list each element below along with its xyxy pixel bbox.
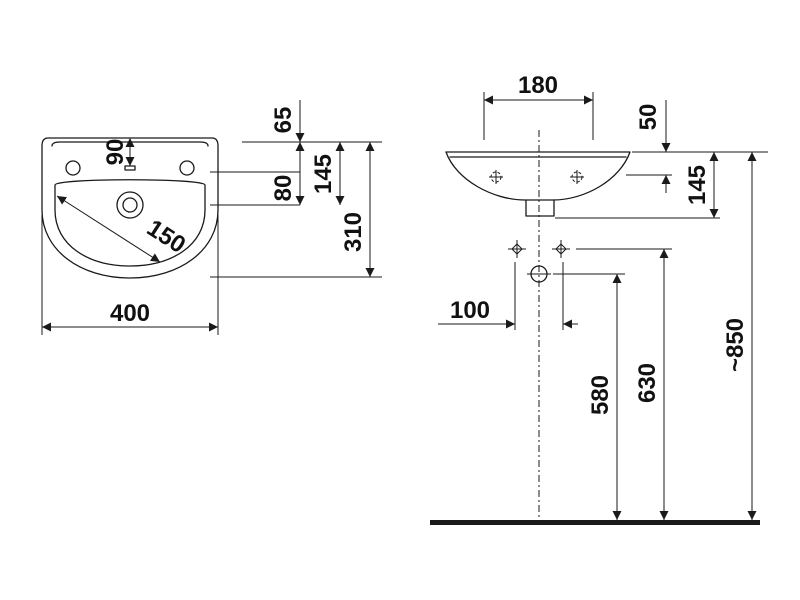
plan-dim-145-label: 145 bbox=[310, 154, 337, 194]
plan-dim-400-label: 400 bbox=[110, 300, 150, 327]
plan-drain-inner bbox=[122, 197, 138, 213]
front-dim-580-label: 580 bbox=[587, 375, 614, 415]
front-dim-180-label: 180 bbox=[518, 72, 558, 99]
front-tap-symbol-left bbox=[489, 170, 503, 184]
front-dim-145-label: 145 bbox=[684, 165, 711, 205]
front-supply-point-right bbox=[552, 240, 570, 258]
plan-tap-hole-left bbox=[65, 160, 81, 176]
plan-tap-hole-right bbox=[179, 160, 195, 176]
plan-overflow-slot bbox=[124, 165, 136, 171]
front-dim-630-label: 630 bbox=[634, 363, 661, 403]
plan-dim-150-line bbox=[56, 195, 161, 263]
plan-view: 90 150 400 65 80 145 310 bbox=[41, 100, 382, 335]
plan-dim-90-label: 90 bbox=[102, 139, 129, 166]
front-dim-850-label: ~850 bbox=[722, 318, 749, 372]
plan-dim-150-label: 150 bbox=[142, 214, 190, 258]
front-basin-body bbox=[445, 151, 631, 201]
front-dim-50-label: 50 bbox=[635, 104, 662, 131]
front-floor-line bbox=[430, 520, 760, 525]
plan-dim-310-label: 310 bbox=[340, 212, 367, 252]
front-outlet bbox=[525, 199, 555, 217]
front-view: 180 50 145 100 bbox=[430, 72, 768, 525]
front-dim-100-label: 100 bbox=[450, 297, 490, 324]
plan-bowl-contour bbox=[54, 179, 206, 267]
plan-drain-outer bbox=[116, 191, 144, 219]
front-supply-point-left bbox=[508, 240, 526, 258]
plan-dim-80-label: 80 bbox=[270, 175, 297, 202]
plan-dim-65-label: 65 bbox=[270, 107, 297, 134]
plan-basin-outline bbox=[41, 137, 219, 279]
front-tap-symbol-right bbox=[570, 170, 584, 184]
